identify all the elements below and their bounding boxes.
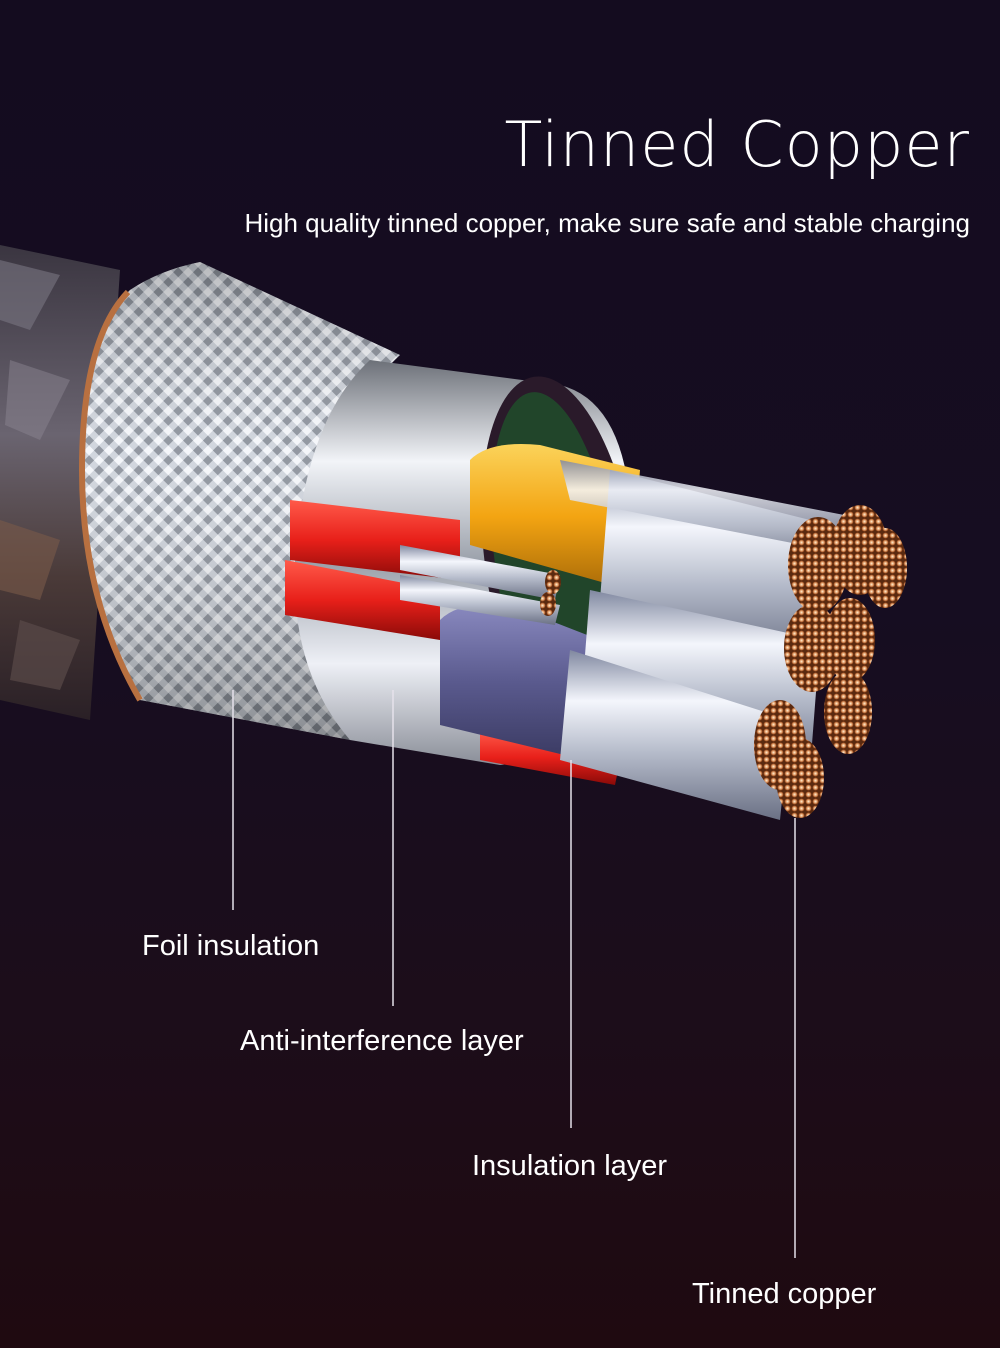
foil-shield (78, 262, 400, 740)
cable-illustration (0, 245, 907, 820)
blue-wire (440, 604, 600, 760)
callout-line-foil-insulation (232, 690, 234, 910)
callout-label-anti-interference: Anti-interference layer (240, 1025, 524, 1057)
page-title: Tinned Copper (504, 108, 970, 181)
callout-label-foil-insulation: Foil insulation (142, 930, 320, 962)
callout-label-tinned-copper: Tinned copper (692, 1278, 877, 1310)
page-subtitle: High quality tinned copper, make sure sa… (244, 208, 970, 238)
callout-line-anti-interference (392, 690, 394, 1006)
callout-line-insulation-layer (570, 760, 572, 1128)
callout-label-insulation-layer: Insulation layer (472, 1150, 668, 1182)
callout-line-tinned-copper (794, 818, 796, 1258)
tinned-copper-strands (400, 460, 907, 820)
